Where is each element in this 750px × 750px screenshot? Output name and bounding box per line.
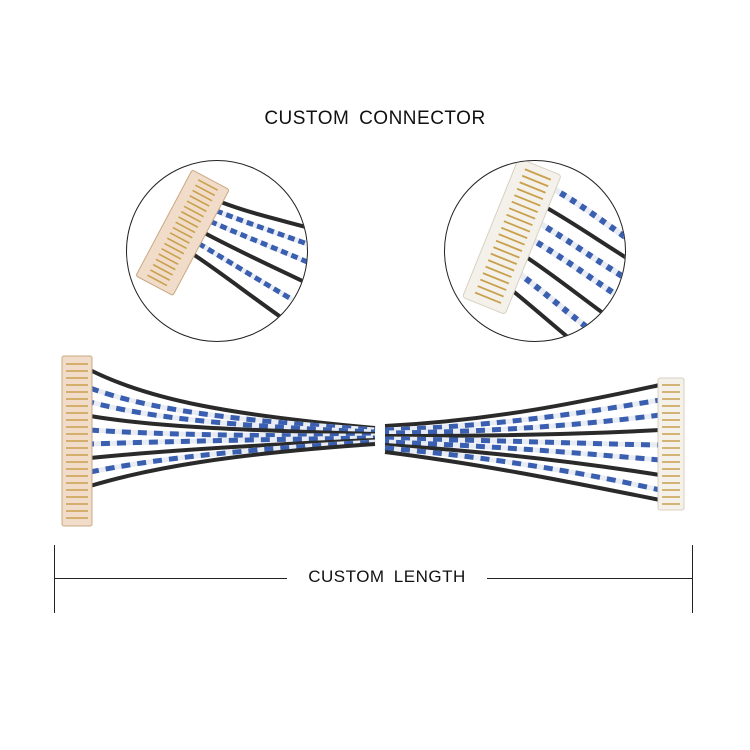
custom-connector-title: CUSTOM CONNECTOR	[264, 108, 486, 129]
cable-assembly	[61, 355, 685, 527]
length-end-tick	[692, 545, 693, 613]
length-start-tick	[54, 545, 55, 613]
left-connector-closeup	[126, 160, 308, 342]
right-connector-closeup	[444, 160, 626, 342]
custom-length-label: CUSTOM LENGTH	[287, 567, 487, 587]
